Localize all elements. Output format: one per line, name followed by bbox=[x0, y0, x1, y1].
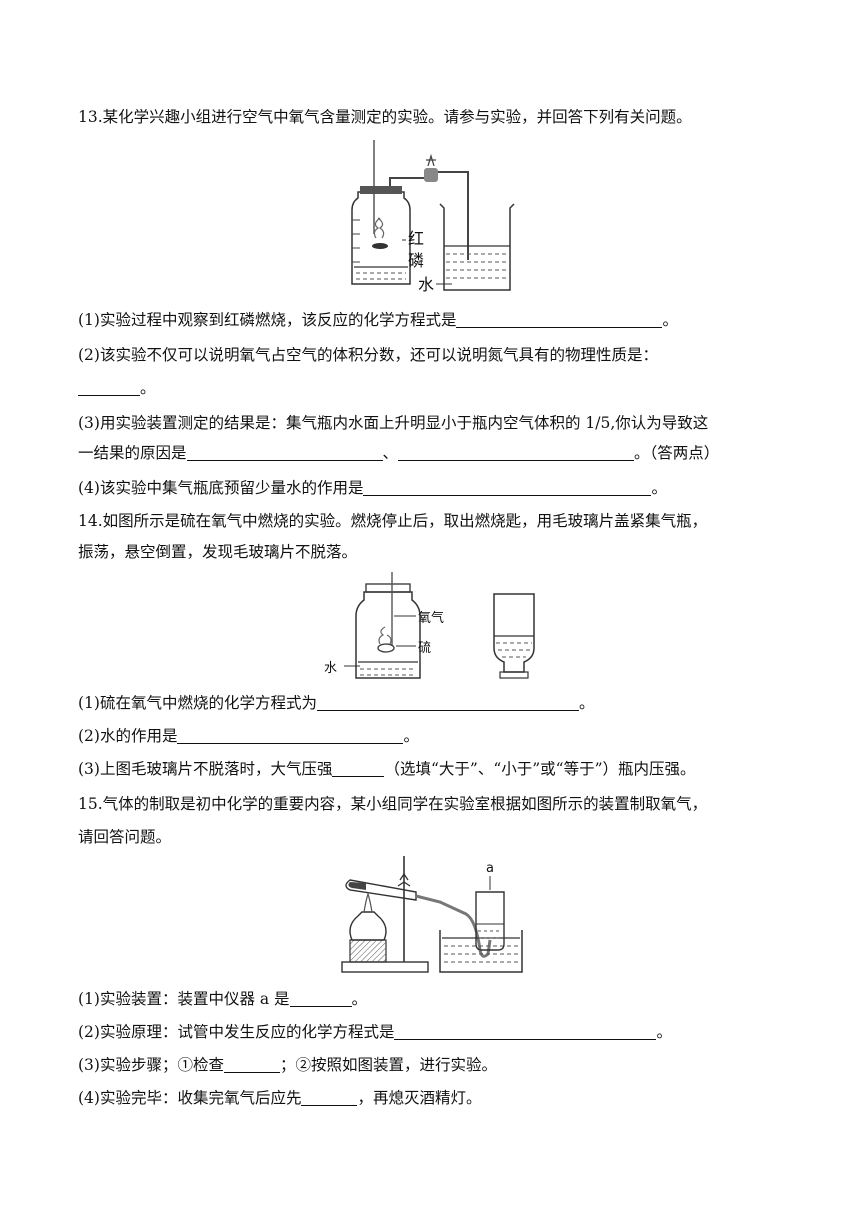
q13-part1-text: (1)实验过程中观察到红磷燃烧，该反应的化学方程式是 bbox=[78, 311, 457, 329]
label-sulfur: 硫 bbox=[418, 641, 431, 656]
label-water-14: 水 bbox=[324, 661, 337, 676]
answer-blank-14-1[interactable] bbox=[316, 694, 579, 711]
label-oxygen: 氧气 bbox=[418, 610, 444, 626]
q13-stem: 13.某化学兴趣小组进行空气中氧气含量测定的实验。请参与实验，并回答下列有关问题… bbox=[78, 108, 692, 126]
q14-part2: (2)水的作用是 。 bbox=[78, 725, 419, 747]
q13-part3-text2: 一结果的原因是 bbox=[78, 444, 187, 462]
sulfur-apparatus-figure: 氧气 硫 水 bbox=[324, 572, 535, 679]
q13-part3-line2: 一结果的原因是 、 。（答两点） bbox=[78, 442, 719, 464]
q15-part1-text: (1)实验装置：装置中仪器 a 是 bbox=[78, 990, 290, 1008]
q15-part3-mid: ；②按照如图装置，进行实验。 bbox=[279, 1056, 497, 1074]
q14-part3-text: (3)上图毛玻璃片不脱落时，大气压强 bbox=[78, 760, 333, 778]
answer-blank-13-2[interactable] bbox=[78, 379, 140, 396]
q13-part3-sep: 、 bbox=[382, 444, 399, 462]
answer-blank-13-1[interactable] bbox=[456, 311, 663, 328]
q14-stem-line1: 14.如图所示是硫在氧气中燃烧的实验。燃烧停止后，取出燃烧匙，用毛玻璃片盖紧集气… bbox=[78, 512, 708, 530]
label-a: a bbox=[486, 861, 494, 876]
q15-part2-end: 。 bbox=[656, 1023, 672, 1041]
q14-part2-text: (2)水的作用是 bbox=[78, 727, 178, 745]
q14-part1-end: 。 bbox=[578, 694, 595, 712]
q15-part4-text: (4)实验完毕：收集完氧气后应先 bbox=[78, 1089, 302, 1107]
label-red: 红 bbox=[408, 229, 424, 248]
q15-part3-text: (3)实验步骤；①检查 bbox=[78, 1056, 224, 1074]
q15-stem-line1: 15.气体的制取是初中化学的重要内容，某小组同学在实验室根据如图所示的装置制取氧… bbox=[78, 795, 708, 813]
q14-part3: (3)上图毛玻璃片不脱落时，大气压强 （选填“大于”、“小于”或“等于”）瓶内压强… bbox=[78, 758, 696, 780]
answer-blank-14-2[interactable] bbox=[177, 727, 404, 744]
q13-part4-text: (4)该实验中集气瓶底预留少量水的作用是 bbox=[78, 479, 364, 497]
q13-part2-line2: 。 bbox=[78, 377, 156, 399]
q15-part4-end: ，再熄灭酒精灯。 bbox=[357, 1089, 482, 1107]
q13-part1: (1)实验过程中观察到红磷燃烧，该反应的化学方程式是 。 bbox=[78, 309, 678, 331]
q14-stem-line2: 振荡，悬空倒置，发现毛玻璃片不脱落。 bbox=[78, 543, 358, 561]
q13-part3-end: 。（答两点） bbox=[634, 444, 720, 462]
label-phosphorus: 磷 bbox=[408, 251, 424, 270]
label-water-13: 水 bbox=[418, 275, 434, 294]
q15-part3: (3)实验步骤；①检查 ；②按照如图装置，进行实验。 bbox=[78, 1054, 497, 1076]
q15-part1: (1)实验装置：装置中仪器 a 是 。 bbox=[78, 988, 367, 1010]
answer-blank-14-3[interactable] bbox=[332, 760, 385, 777]
answer-blank-15-2[interactable] bbox=[394, 1023, 657, 1040]
oxygen-preparation-figure: a bbox=[341, 856, 523, 973]
q13-part1-end: 。 bbox=[662, 311, 678, 329]
q13-part2: (2)该实验不仅可以说明氧气占空气的体积分数，还可以说明氮气具有的物理性质是： bbox=[78, 346, 658, 364]
q13-part2-end: 。 bbox=[140, 379, 156, 397]
q15-part4: (4)实验完毕：收集完氧气后应先 ，再熄灭酒精灯。 bbox=[78, 1087, 481, 1109]
answer-blank-15-3[interactable] bbox=[223, 1056, 280, 1073]
q14-part3-end: （选填“大于”、“小于”或“等于”）瓶内压强。 bbox=[384, 760, 696, 778]
q13-part4-end: 。 bbox=[651, 479, 667, 497]
phosphorus-apparatus-figure: 红 磷 水 bbox=[351, 140, 515, 294]
q15-part2-text: (2)实验原理：试管中发生反应的化学方程式是 bbox=[78, 1023, 395, 1041]
q13-part3: (3)用实验装置测定的结果是：集气瓶内水面上升明显小于瓶内空气体积的 1/5,你… bbox=[78, 414, 709, 432]
q14-part1-text: (1)硫在氧气中燃烧的化学方程式为 bbox=[78, 694, 317, 712]
q15-stem-line2: 请回答问题。 bbox=[78, 828, 172, 846]
answer-blank-15-4[interactable] bbox=[301, 1089, 358, 1106]
answer-blank-15-1[interactable] bbox=[289, 990, 352, 1007]
answer-blank-13-4[interactable] bbox=[363, 479, 652, 496]
answer-blank-13-3a[interactable] bbox=[186, 444, 383, 461]
q15-part1-end: 。 bbox=[351, 990, 368, 1008]
q13-part4: (4)该实验中集气瓶底预留少量水的作用是 。 bbox=[78, 477, 667, 499]
q14-part1: (1)硫在氧气中燃烧的化学方程式为 。 bbox=[78, 692, 594, 714]
q14-part2-end: 。 bbox=[403, 727, 419, 745]
q15-part2: (2)实验原理：试管中发生反应的化学方程式是 。 bbox=[78, 1021, 672, 1043]
answer-blank-13-3b[interactable] bbox=[398, 444, 635, 461]
